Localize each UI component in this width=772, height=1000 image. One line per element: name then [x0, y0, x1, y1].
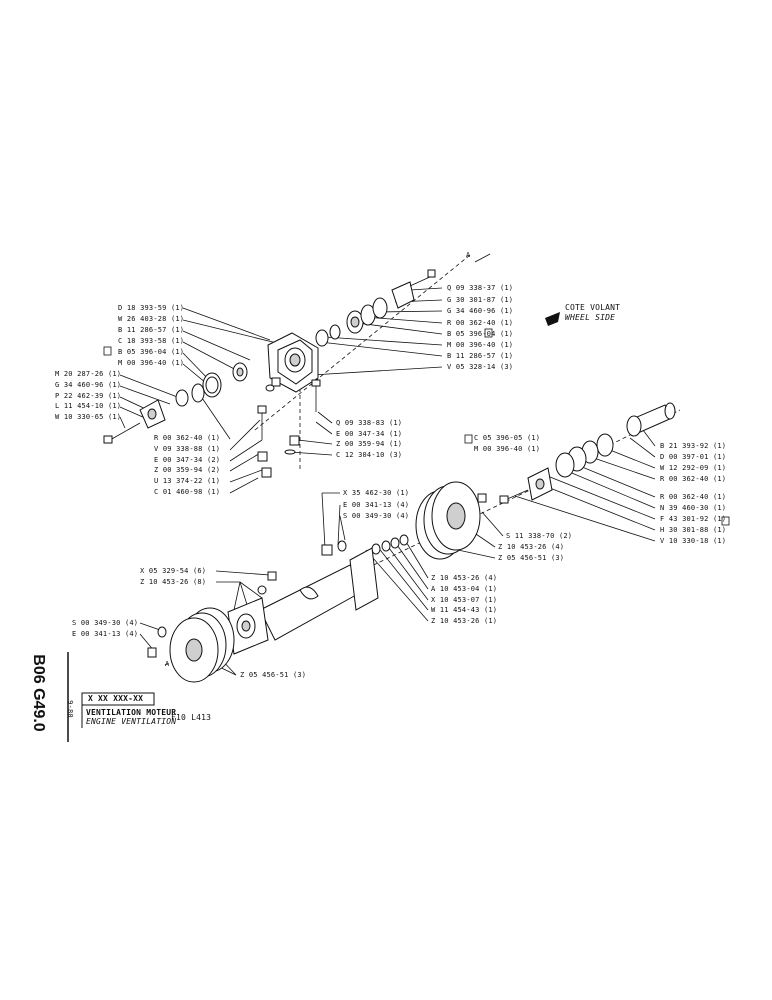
part-label: S 00 349-30 (4)	[343, 512, 410, 520]
part-label: Z 10 453-26 (4)	[431, 574, 498, 582]
bracket-marker-icon	[464, 434, 473, 444]
part-label: M 00 396-40 (1)	[447, 341, 514, 349]
leader-lines-center	[321, 492, 504, 622]
right-pulley-parts	[499, 402, 676, 504]
part-label: V 09 338-88 (1)	[154, 445, 221, 453]
part-label: M 00 396-40 (1)	[118, 359, 185, 367]
left-pulley	[147, 571, 277, 683]
direction-label-fr: COTE VOLANT	[565, 303, 621, 312]
leader-lines-left	[119, 307, 286, 494]
part-label: X 35 462-30 (1)	[343, 489, 410, 497]
part-label: P 22 462-39 (1)	[55, 392, 122, 400]
part-label: U 13 374-22 (1)	[154, 477, 221, 485]
bracket-marker-icon	[721, 516, 730, 526]
part-label: Z 05 456-51 (3)	[498, 554, 565, 562]
bracket-marker-icon	[103, 346, 112, 356]
part-label: E 00 341-13 (4)	[343, 501, 410, 509]
part-label: B 05 396-04 (1)	[447, 330, 514, 338]
part-label: R 00 362-40 (1)	[154, 434, 221, 442]
part-label: R 00 362-40 (1)	[447, 319, 514, 327]
part-label: Z 05 456-51 (3)	[240, 671, 307, 679]
part-label: E 00 347-34 (2)	[154, 456, 221, 464]
sheet-id: B06 G49.0	[30, 654, 47, 732]
part-label: M 00 396-40 (1)	[474, 445, 541, 453]
sheet-date: 9-80	[65, 700, 74, 718]
part-label: R 00 362-40 (1)	[660, 475, 727, 483]
part-label: G 34 460-96 (1)	[55, 381, 122, 389]
part-label: C 18 393-58 (1)	[118, 337, 185, 345]
part-label: V 10 330-18 (1)	[660, 537, 727, 545]
leader-lines-right	[514, 425, 656, 542]
left-shaft-parts	[103, 362, 275, 444]
part-label: B 05 396-04 (1)	[118, 348, 185, 356]
part-label: G 34 460-96 (1)	[447, 307, 514, 315]
part-label: Q 09 338-37 (1)	[447, 284, 514, 292]
axis-ref-top: A	[466, 251, 471, 259]
part-label: W 10 330-65 (1)	[55, 413, 122, 421]
mid-bolts	[257, 379, 321, 478]
part-label: G 30 301-87 (1)	[447, 296, 514, 304]
part-label: W 11 454-43 (1)	[431, 606, 498, 614]
part-label: S 11 338-70 (2)	[506, 532, 573, 540]
part-label: B 11 286-57 (1)	[118, 326, 185, 334]
part-label: D 18 393-59 (1)	[118, 304, 185, 312]
part-label: Z 10 453-26 (1)	[431, 617, 498, 625]
part-label: Q 09 338-83 (1)	[336, 419, 403, 427]
part-label: A 10 453-04 (1)	[431, 585, 498, 593]
duct-tube	[227, 540, 379, 655]
direction-label-en: WHEEL SIDE	[565, 313, 616, 322]
part-label: W 26 403-28 (1)	[118, 315, 185, 323]
part-label: N 39 460-30 (1)	[660, 504, 727, 512]
part-label: H 30 301-88 (1)	[660, 526, 727, 534]
part-label: D 00 397-01 (1)	[660, 453, 727, 461]
part-label: B 11 286-57 (1)	[447, 352, 514, 360]
part-label: M 20 287-26 (1)	[55, 370, 122, 378]
part-label: E 00 341-13 (4)	[72, 630, 139, 638]
title-fr: VENTILATION MOTEUR	[86, 708, 177, 717]
part-label: Z 00 359-94 (2)	[154, 466, 221, 474]
part-label: F 43 301-92 (1)	[660, 515, 727, 523]
part-label: Z 10 453-26 (8)	[140, 578, 207, 586]
part-label: C 05 396-05 (1)	[474, 434, 541, 442]
part-label: X 05 329-54 (6)	[140, 567, 207, 575]
part-label: S 00 349-30 (4)	[72, 619, 139, 627]
center-pulley	[371, 481, 487, 560]
fan-housing	[267, 332, 319, 393]
wheel-side-arrow-icon	[545, 312, 560, 326]
top-right-parts	[315, 269, 436, 347]
bracket-marker-icon	[484, 328, 493, 338]
axis-upper	[254, 254, 471, 431]
code-box: X XX XXX-XX	[88, 694, 144, 703]
axis-ref-bottom: A	[165, 660, 170, 668]
code-box-frame	[81, 692, 155, 706]
model-label: F10 L413	[171, 713, 212, 722]
part-label: E 00 347-34 (1)	[336, 430, 403, 438]
part-label: C 12 304-10 (3)	[336, 451, 403, 459]
title-en: ENGINE VENTILATION	[86, 717, 177, 726]
part-label: X 10 453-07 (1)	[431, 596, 498, 604]
part-label: C 01 460-98 (1)	[154, 488, 221, 496]
part-label: B 21 393-92 (1)	[660, 442, 727, 450]
part-label: Z 00 359-94 (1)	[336, 440, 403, 448]
part-label: R 00 362-40 (1)	[660, 493, 727, 501]
part-label: W 12 292-09 (1)	[660, 464, 727, 472]
part-label: Z 10 453-26 (4)	[498, 543, 565, 551]
part-label: V 05 328-14 (3)	[447, 363, 514, 371]
part-label: L 11 454-10 (1)	[55, 402, 122, 410]
